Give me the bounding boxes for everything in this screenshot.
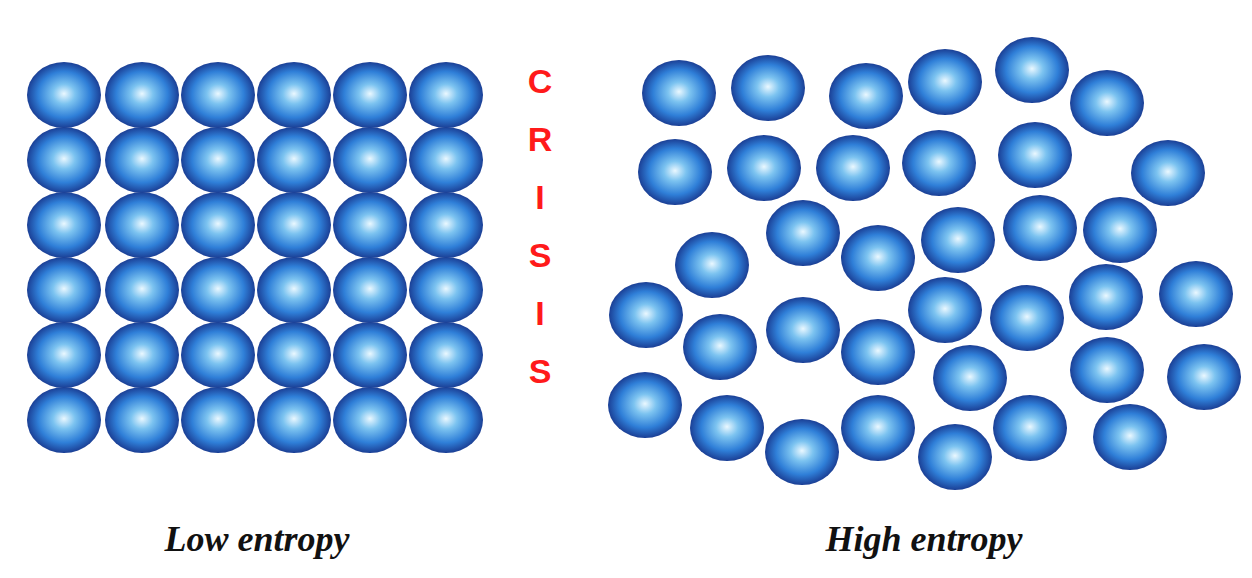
particle — [333, 127, 407, 193]
particle — [27, 192, 101, 258]
particle — [105, 62, 179, 128]
particle — [908, 49, 982, 115]
particle — [921, 207, 995, 273]
particle — [105, 322, 179, 388]
particle — [766, 200, 840, 266]
particle — [902, 130, 976, 196]
particle — [27, 322, 101, 388]
particle — [990, 285, 1064, 351]
particle — [841, 395, 915, 461]
particle — [841, 319, 915, 385]
particle — [181, 192, 255, 258]
particle — [181, 322, 255, 388]
caption-label: High entropy — [825, 518, 1022, 560]
caption-label: Low entropy — [165, 518, 350, 560]
crisis-label: CRISIS — [527, 52, 553, 400]
particle — [642, 60, 716, 126]
particle — [1003, 195, 1077, 261]
particle — [105, 257, 179, 323]
particle — [995, 37, 1069, 103]
particle — [998, 122, 1072, 188]
particle — [333, 257, 407, 323]
particle — [409, 387, 483, 453]
particle — [27, 127, 101, 193]
particle — [409, 257, 483, 323]
particle — [675, 232, 749, 298]
particle — [257, 257, 331, 323]
particle — [1070, 337, 1144, 403]
disordered-particles — [608, 37, 1241, 490]
particle — [105, 127, 179, 193]
particle — [257, 62, 331, 128]
particle — [257, 322, 331, 388]
particle — [409, 62, 483, 128]
particle — [181, 62, 255, 128]
particle — [409, 127, 483, 193]
particle — [1093, 404, 1167, 470]
particle — [765, 419, 839, 485]
particle — [27, 387, 101, 453]
particle — [731, 55, 805, 121]
particle — [181, 127, 255, 193]
particle — [181, 387, 255, 453]
particle — [841, 225, 915, 291]
ordered-particles — [27, 62, 483, 453]
particle — [1167, 344, 1241, 410]
particle — [816, 135, 890, 201]
particle — [257, 192, 331, 258]
particle — [27, 62, 101, 128]
particle — [181, 257, 255, 323]
particle — [690, 395, 764, 461]
particle — [105, 387, 179, 453]
particle — [333, 322, 407, 388]
particle — [409, 192, 483, 258]
particle — [333, 192, 407, 258]
particle — [1069, 264, 1143, 330]
particle — [908, 277, 982, 343]
particle — [1070, 70, 1144, 136]
particle — [257, 387, 331, 453]
particle — [727, 135, 801, 201]
particle — [683, 314, 757, 380]
particle — [27, 257, 101, 323]
particle — [933, 345, 1007, 411]
particle — [1083, 197, 1157, 263]
particle — [333, 387, 407, 453]
particle — [918, 424, 992, 490]
particle — [829, 63, 903, 129]
particle — [409, 322, 483, 388]
particle — [766, 297, 840, 363]
particle — [1159, 261, 1233, 327]
particle — [608, 372, 682, 438]
particle — [609, 282, 683, 348]
particle — [638, 139, 712, 205]
particle — [1131, 140, 1205, 206]
particle — [993, 395, 1067, 461]
particle — [257, 127, 331, 193]
particle — [105, 192, 179, 258]
particle — [333, 62, 407, 128]
